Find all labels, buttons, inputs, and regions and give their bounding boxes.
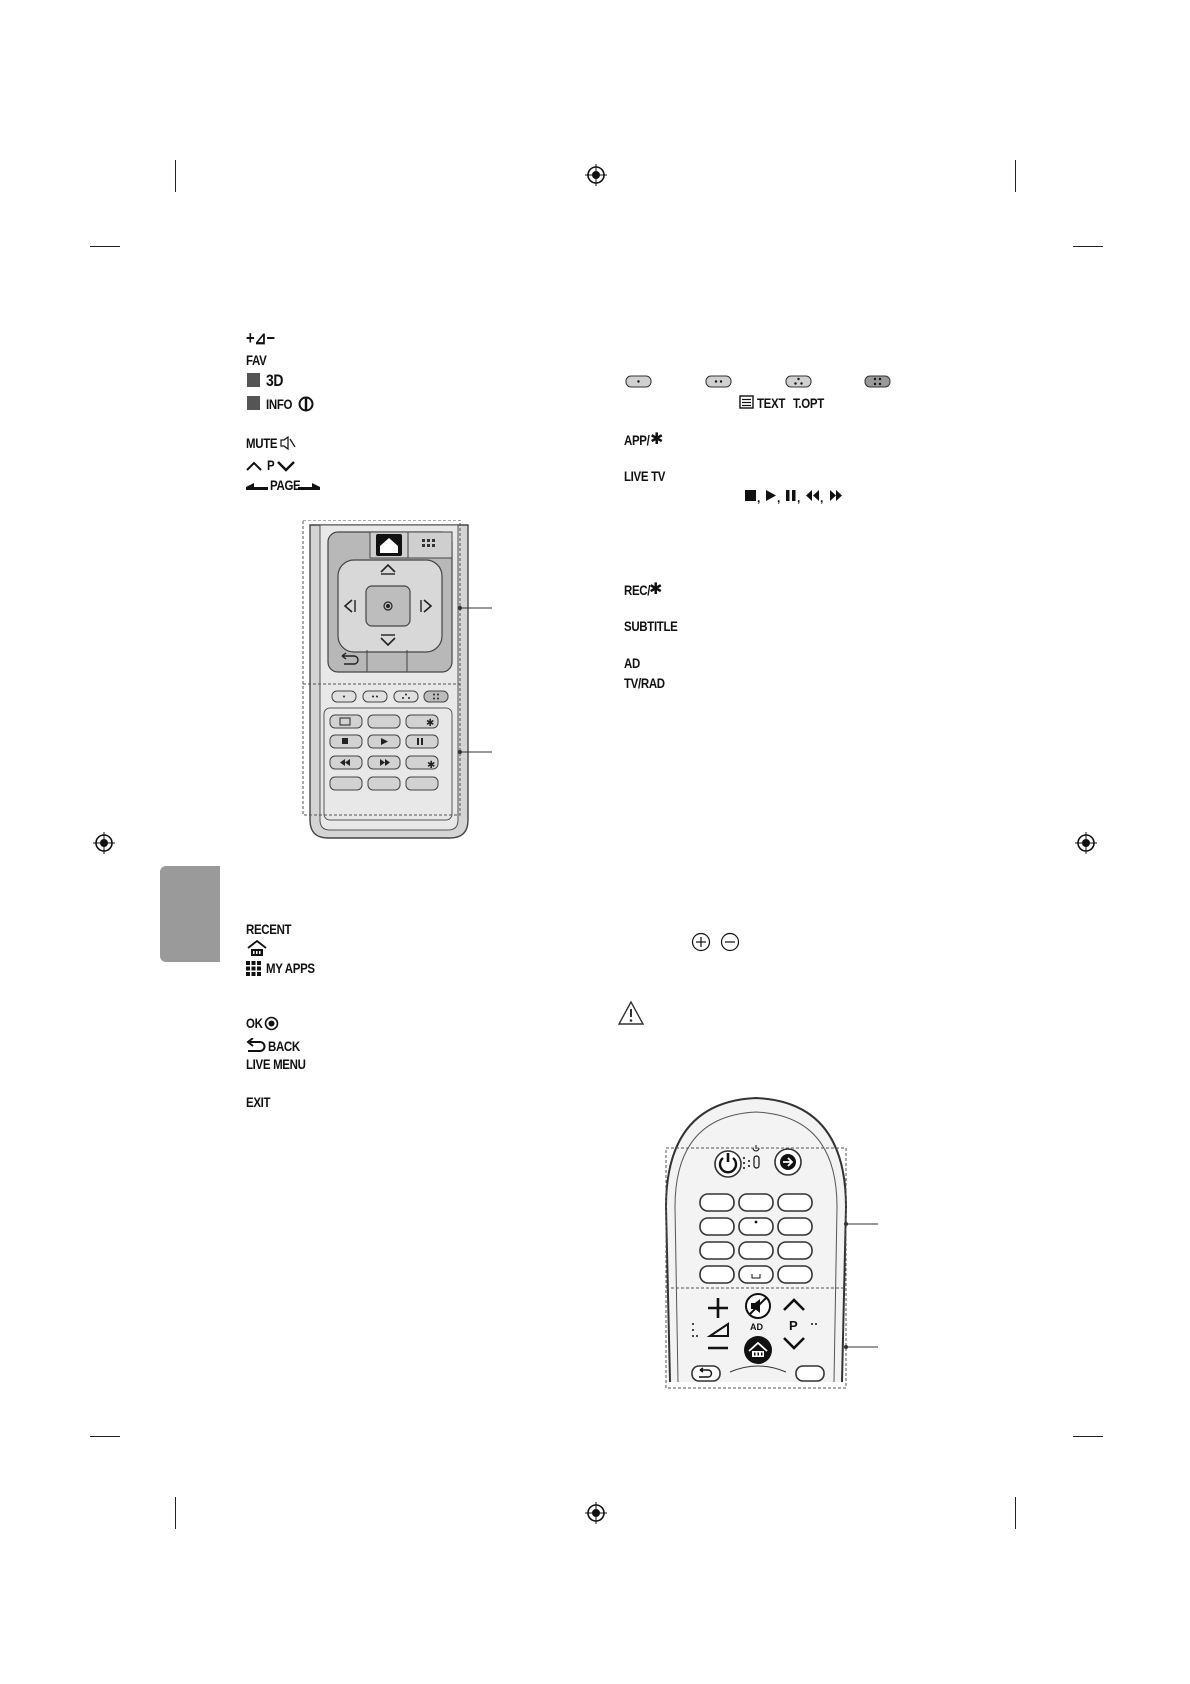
text-label: TEXT [757, 395, 786, 411]
recent-label: RECENT [246, 921, 292, 937]
volume-label: +⊿− [246, 328, 275, 348]
page-label: PAGE [270, 477, 301, 493]
registration-mark-icon [1075, 832, 1097, 854]
minus-circle-icon [720, 932, 740, 952]
t-opt-label: T.OPT [793, 395, 824, 411]
page-right-arrow-icon [298, 483, 320, 490]
rec-label: REC/ [624, 582, 651, 598]
crop-mark [90, 1436, 120, 1437]
svg-text:,: , [797, 491, 800, 504]
mute-label: MUTE [246, 435, 278, 451]
magic-remote-illustration: AD P [664, 1096, 878, 1389]
page-left-arrow-icon [246, 483, 268, 490]
ad-label: AD [624, 655, 640, 671]
crop-mark [1073, 1436, 1103, 1437]
back-label: BACK [268, 1038, 300, 1054]
green-square-icon [247, 396, 260, 410]
side-tab [160, 866, 220, 962]
app-label: APP/ [624, 432, 650, 448]
chevron-up-icon [246, 461, 262, 471]
ok-wheel-icon [264, 1016, 279, 1031]
live-menu-label: LIVE MENU [246, 1056, 306, 1072]
playback-controls-icons: , , , , [745, 490, 842, 504]
ok-label: OK [246, 1015, 263, 1031]
mute-speaker-icon [280, 436, 296, 450]
info-label: INFO [266, 396, 293, 412]
red-square-icon [247, 373, 260, 387]
3d-label: 3D [266, 371, 284, 390]
crop-mark [175, 1497, 176, 1529]
registration-mark-icon [585, 1502, 607, 1524]
plus-circle-icon [691, 932, 711, 952]
svg-text:,: , [757, 491, 760, 504]
color-buttons-row [625, 375, 891, 388]
crop-mark [1015, 1497, 1016, 1529]
live-tv-label: LIVE TV [624, 468, 666, 484]
home-icon [247, 940, 267, 956]
svg-text:AD: AD [750, 1322, 763, 1332]
text-icon [739, 395, 754, 409]
svg-text:P: P [789, 1318, 798, 1333]
tv-rad-label: TV/RAD [624, 675, 665, 691]
crop-mark [175, 160, 176, 192]
asterisk-icon: ✱ [649, 581, 663, 598]
subtitle-label: SUBTITLE [624, 618, 678, 634]
crop-mark [1015, 160, 1016, 192]
svg-text:✱: ✱ [426, 718, 434, 729]
svg-text:,: , [777, 491, 780, 504]
my-apps-label: MY APPS [266, 960, 315, 976]
back-arrow-icon [246, 1038, 266, 1052]
svg-text:,: , [820, 491, 823, 504]
exit-label: EXIT [246, 1094, 271, 1110]
asterisk-icon: ✱ [650, 431, 664, 448]
info-circle-icon [298, 396, 314, 412]
my-apps-grid-icon [246, 961, 261, 976]
crop-mark [90, 246, 120, 247]
crop-mark [1073, 246, 1103, 247]
chevron-down-icon [277, 461, 295, 472]
standard-remote-illustration: ✱ ✱ [302, 520, 492, 839]
caution-triangle-icon [617, 1000, 645, 1025]
registration-mark-icon [93, 832, 115, 854]
fav-label: FAV [246, 352, 267, 368]
program-label: P [267, 457, 275, 473]
svg-text:✱: ✱ [427, 760, 435, 771]
registration-mark-icon [585, 164, 607, 186]
